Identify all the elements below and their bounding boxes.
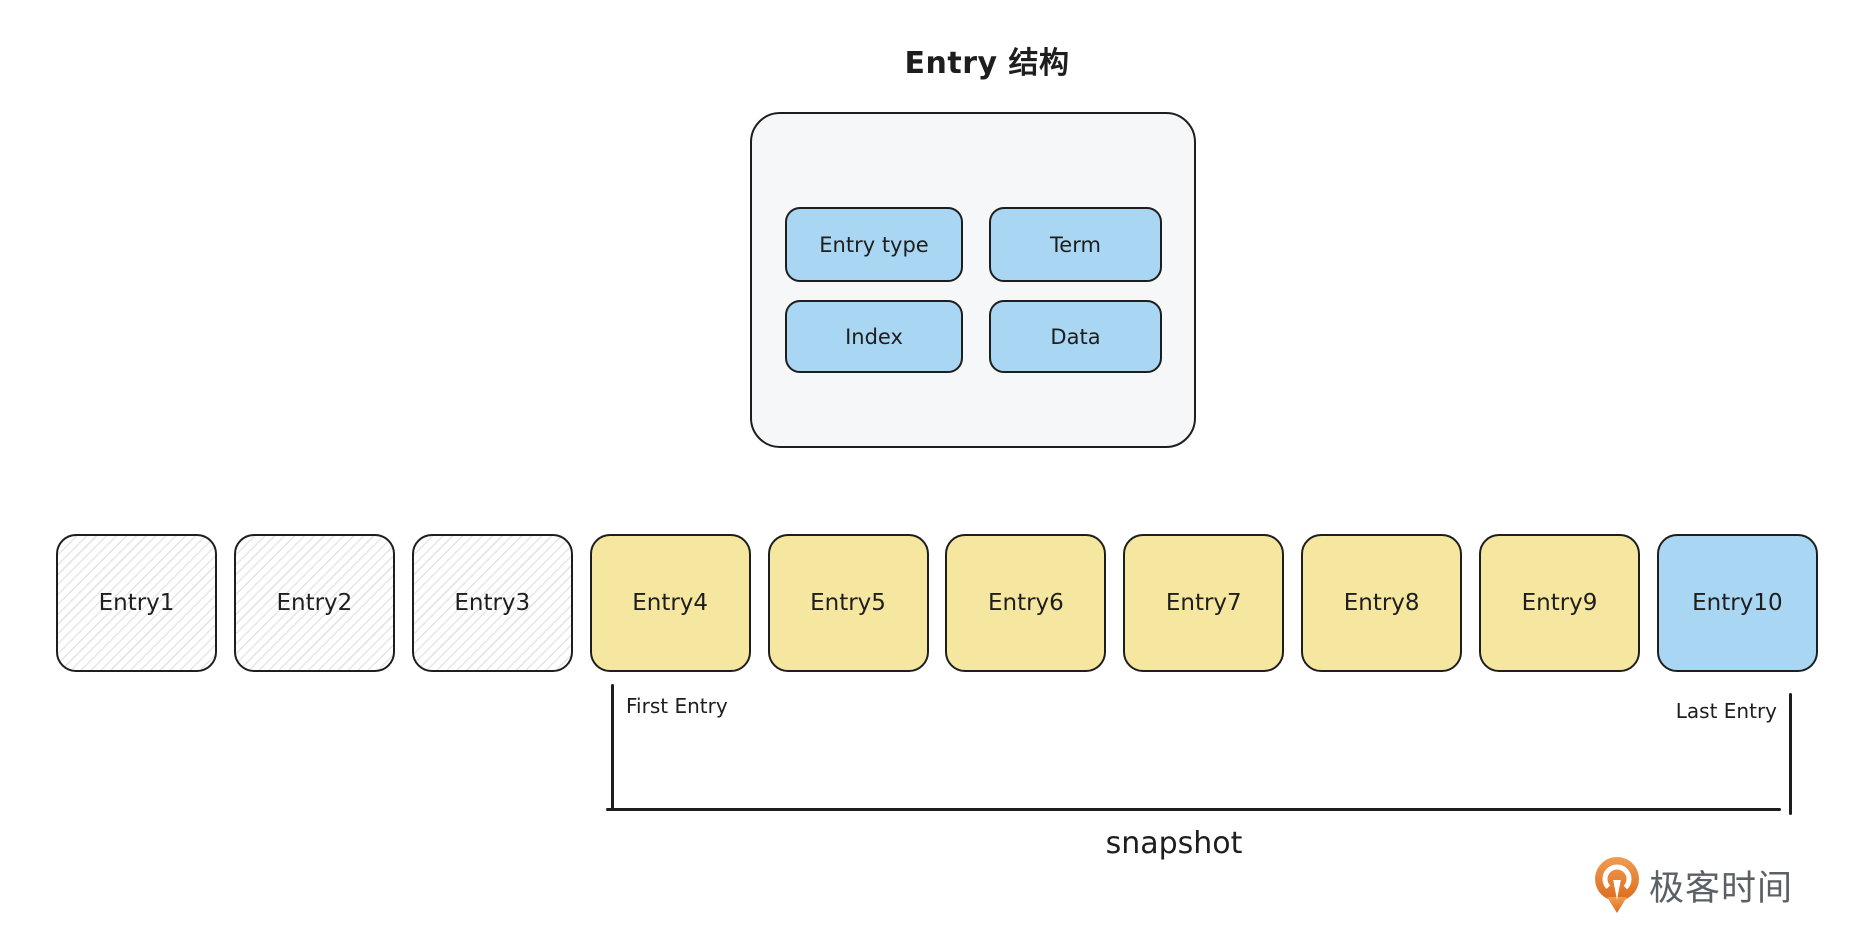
entry-label: Entry5 <box>810 590 886 616</box>
entry-label: Entry3 <box>454 590 531 616</box>
field-box-data: Data <box>989 300 1162 373</box>
entry-box-entry6: Entry6 <box>945 534 1107 672</box>
last-entry-tick-line <box>1789 693 1792 815</box>
field-label: Term <box>1050 232 1101 257</box>
geektime-pin-icon <box>1595 857 1639 913</box>
field-label: Entry type <box>819 232 929 257</box>
entry-box-entry3: Entry3 <box>411 534 573 672</box>
entry-label: Entry10 <box>1692 590 1783 616</box>
geektime-logo: 极客时间 <box>1594 857 1793 914</box>
entry-box-entry4: Entry4 <box>589 534 751 672</box>
entry-label: Entry6 <box>987 590 1064 616</box>
entry-box-entry7: Entry7 <box>1123 534 1285 672</box>
entry-row: Entry1 Entry2 Entry3 Entry4 Entry5 Entry6 Entr… <box>56 534 1818 672</box>
entry-label: Entry1 <box>98 590 175 616</box>
snapshot-label: snapshot <box>1105 826 1243 861</box>
entry-box-entry8: Entry8 <box>1301 534 1463 672</box>
entry-box-entry2: Entry2 <box>233 534 395 672</box>
entry-box-entry5: Entry5 <box>767 534 929 672</box>
last-entry-label: Last Entry <box>1675 699 1777 723</box>
field-label: Index <box>845 324 903 349</box>
entry-label: Entry2 <box>276 590 353 616</box>
field-box-index: Index <box>785 300 963 373</box>
entry-label: Entry4 <box>632 590 709 616</box>
entry-label: Entry8 <box>1343 590 1420 616</box>
field-box-entry-type: Entry type <box>785 207 963 282</box>
first-entry-label: First Entry <box>626 694 728 718</box>
entry-box-entry9: Entry9 <box>1479 534 1640 672</box>
diagram-title: Entry 结构 <box>904 46 1070 81</box>
snapshot-range-line <box>606 808 1781 811</box>
field-label: Data <box>1050 324 1101 349</box>
first-entry-tick-line <box>611 684 614 810</box>
field-box-term: Term <box>989 207 1162 282</box>
entry-box-entry1: Entry1 <box>56 534 217 672</box>
entry-label: Entry9 <box>1521 590 1598 616</box>
entry-box-entry10: Entry10 <box>1656 534 1818 672</box>
geektime-logo-text: 极客时间 <box>1649 869 1794 909</box>
entry-label: Entry7 <box>1165 590 1242 616</box>
